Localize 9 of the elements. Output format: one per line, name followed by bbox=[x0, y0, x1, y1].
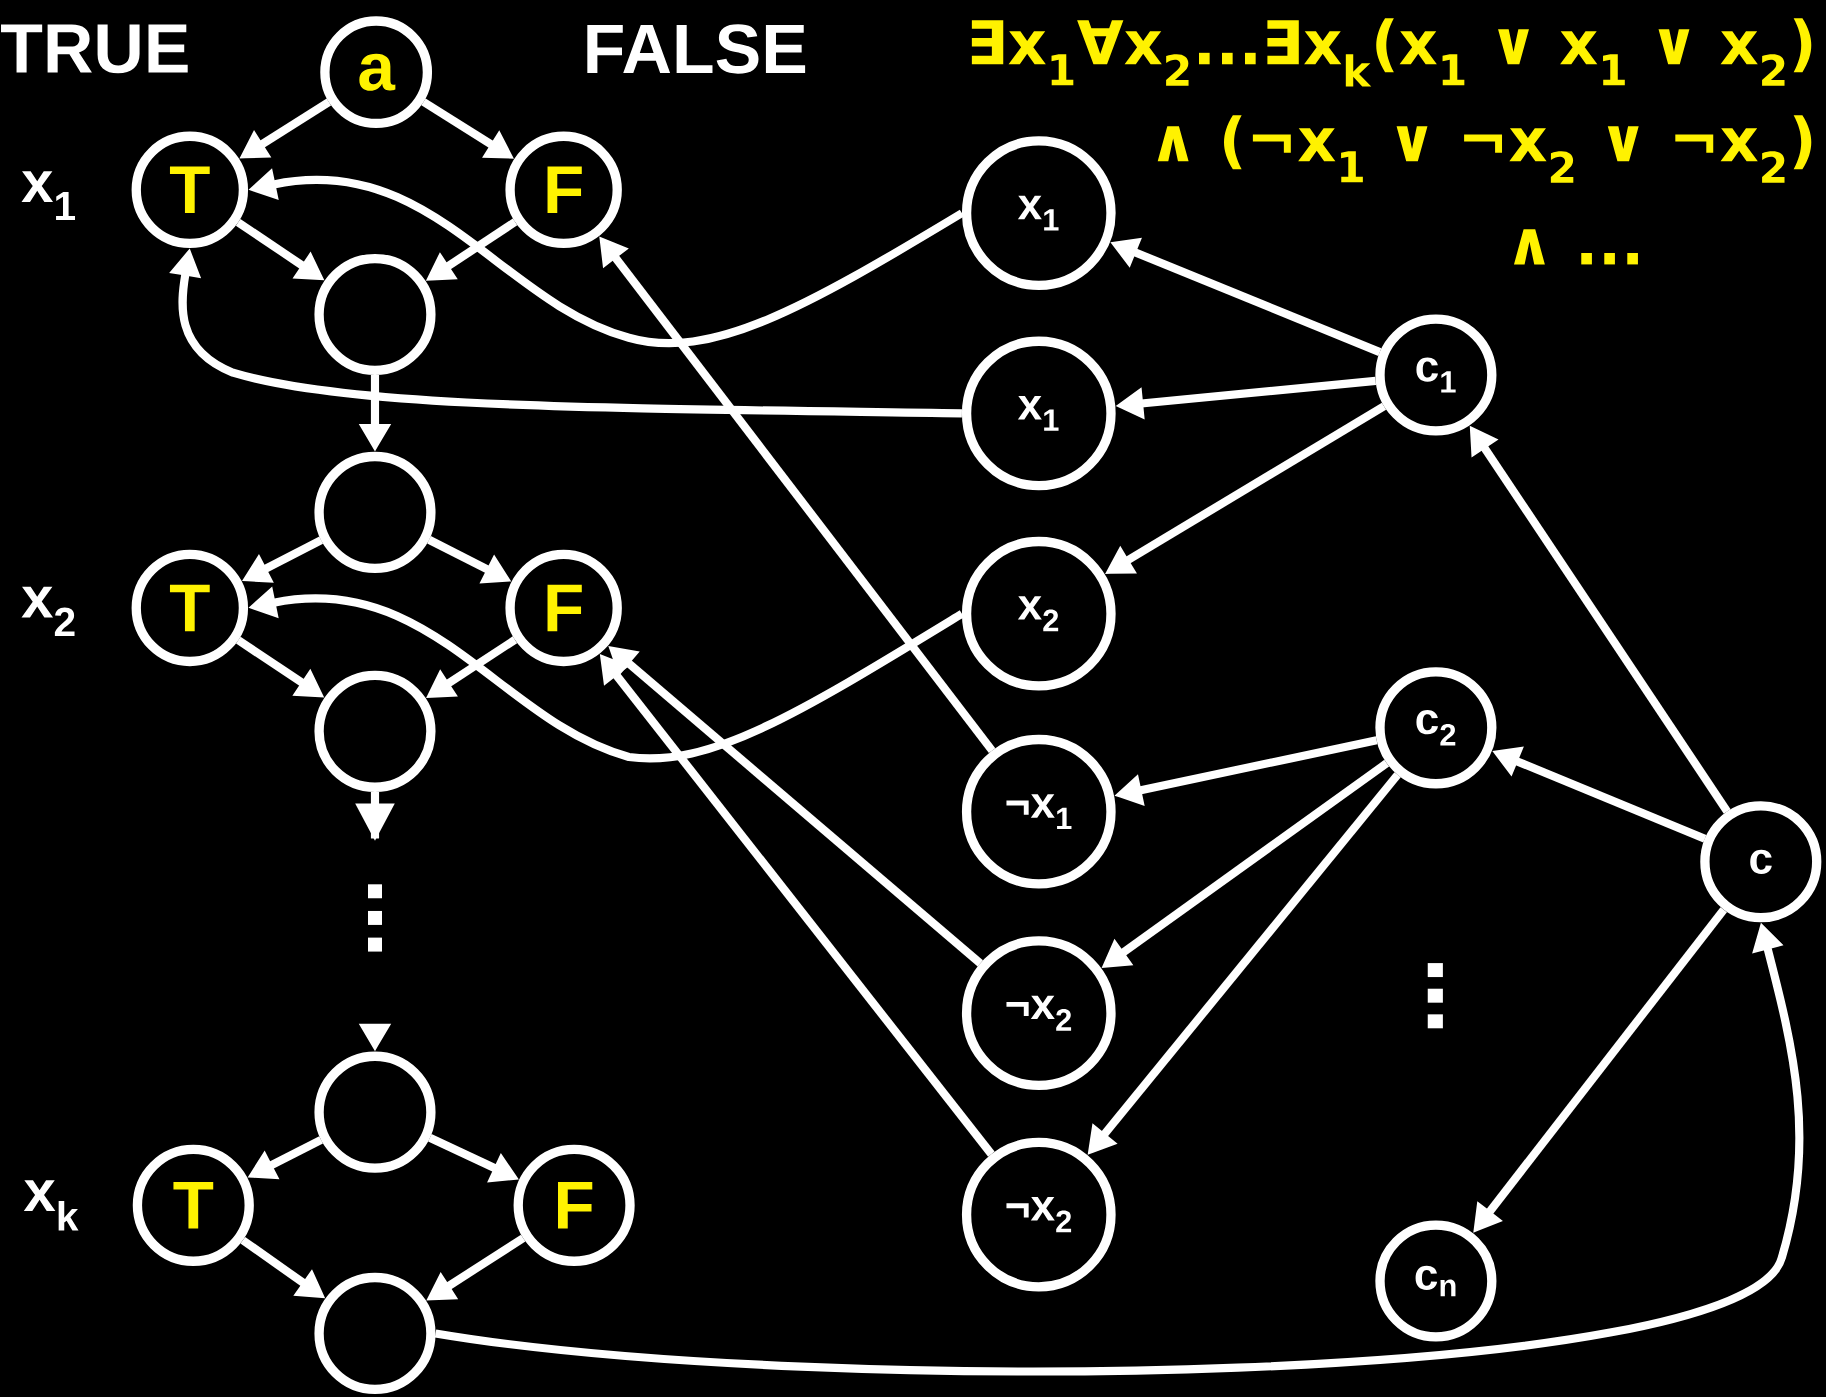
row-heading: TRUE bbox=[1, 24, 188, 74]
row-label: x$_{k}$ bbox=[23, 1179, 79, 1231]
row-label: x$_{2}$ bbox=[21, 586, 75, 636]
formula-text: ∧ ... bbox=[1514, 229, 1638, 265]
formula-text: ∧ (¬x$_{1}$ ∨ ¬x$_{2}$ ∨ ¬x$_{2}$) bbox=[1157, 115, 1812, 183]
column-heading: FALSE bbox=[587, 23, 806, 74]
empty-circle bbox=[314, 1272, 436, 1394]
row-label: x$_{1}$ bbox=[21, 171, 75, 220]
formula-text: ∃x$_{1}$∀x$_{2}$...∃x$_{k}$(x$_{1}$ ∨ x$_{1}$ ∨ x$_{2}$) bbox=[971, 18, 1812, 87]
